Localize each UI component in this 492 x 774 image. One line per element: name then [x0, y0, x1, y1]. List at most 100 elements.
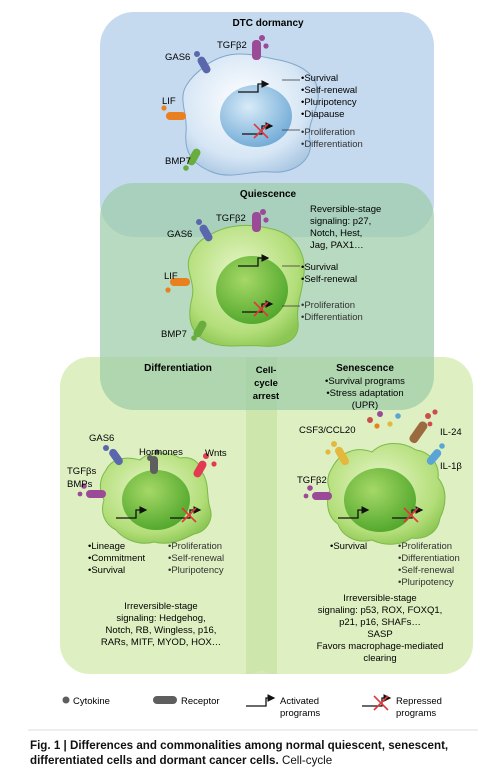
dormant-gas6-label: GAS6 — [165, 52, 190, 63]
quiescent-tgfb2-receptor — [252, 209, 269, 232]
dormant-lif-label: LIF — [162, 96, 176, 107]
differentiated-nucleus — [122, 470, 190, 530]
svg-text:•Self-renewal: •Self-renewal — [301, 85, 357, 96]
svg-text:•Pluripotency: •Pluripotency — [398, 577, 454, 588]
quiescent-gas6-receptor — [196, 219, 213, 242]
figure-caption: Fig. 1 | Differences and commonalities a… — [30, 738, 475, 768]
senescence-programs: •Survival programs •Stress adaptation (U… — [325, 376, 405, 411]
senescent-activated-program-symbol — [338, 506, 370, 519]
svg-text:•Proliferation: •Proliferation — [398, 541, 452, 552]
svg-text:•Proliferation: •Proliferation — [301, 300, 355, 311]
quiescence-title: Quiescence — [240, 189, 297, 200]
senescent-activated-list: •Survival — [330, 541, 367, 552]
senescent-tgfb2-label: TGFβ2 — [297, 475, 327, 486]
svg-text:•Diapause: •Diapause — [301, 109, 344, 120]
svg-text:•Differentiation: •Differentiation — [301, 312, 363, 323]
caption-text: Cell-cycle — [278, 754, 333, 767]
dormant-bmp7-label: BMP7 — [165, 156, 191, 167]
senescent-signaling-text: Irreversible-stage signaling: p53, ROX, … — [317, 593, 444, 664]
differentiated-tgfb-receptor — [77, 483, 106, 498]
svg-text:•Differentiation: •Differentiation — [398, 553, 460, 564]
quiescent-tgfb2-label: TGFβ2 — [216, 213, 246, 224]
svg-text:•Survival: •Survival — [301, 262, 338, 273]
dormancy-title: DTC dormancy — [232, 18, 304, 29]
activated-program-icon — [246, 694, 276, 707]
senescent-nucleus — [344, 468, 416, 532]
legend-repressed-label-1: Repressed — [396, 696, 442, 707]
legend: Cytokine Receptor Activated programs Rep… — [62, 694, 442, 719]
svg-text:SASP: SASP — [367, 629, 392, 640]
legend-activated-label-1: Activated — [280, 696, 319, 707]
differentiated-hormones-label: Hormones — [139, 447, 183, 458]
svg-text:signaling: Hedgehog,: signaling: Hedgehog, — [116, 613, 205, 624]
svg-text:•Commitment: •Commitment — [88, 553, 146, 564]
quiescent-bmp7-label: BMP7 — [161, 329, 187, 340]
svg-text:•Stress adaptation: •Stress adaptation — [326, 388, 403, 399]
svg-text:arrest: arrest — [253, 391, 280, 402]
svg-text:(UPR): (UPR) — [352, 400, 378, 411]
dormant-activated-list: •Survival •Self-renewal •Pluripotency •D… — [301, 73, 357, 120]
senescent-tgfb2-receptor — [303, 485, 332, 500]
senescent-il24-receptor — [409, 409, 438, 444]
svg-text:Irreversible-stage: Irreversible-stage — [343, 593, 416, 604]
dormant-tgfb2-receptor — [252, 35, 269, 60]
svg-text:Notch, RB, Wingless, p16,: Notch, RB, Wingless, p16, — [106, 625, 217, 636]
quiescent-bmp7-receptor — [191, 320, 207, 341]
differentiated-tgfbs-label: TGFβs — [67, 466, 96, 477]
differentiated-repressed-list: •Proliferation •Self-renewal •Pluripoten… — [168, 541, 224, 576]
dormant-tgfb2-label: TGFβ2 — [217, 40, 247, 51]
dormant-repressed-list: •Proliferation •Differentiation — [301, 127, 363, 150]
dormant-activated-program-symbol — [238, 80, 270, 93]
svg-text:•Survival programs: •Survival programs — [325, 376, 405, 387]
svg-text:Favors macrophage-mediated: Favors macrophage-mediated — [317, 641, 444, 652]
senescent-csf3-label: CSF3/CCL20 — [299, 425, 356, 436]
senescent-il24-label: IL-24 — [440, 427, 462, 438]
senescent-il1b-receptor — [426, 443, 445, 465]
senescent-secreted-factors — [367, 411, 401, 429]
svg-text:•Pluripotency: •Pluripotency — [301, 97, 357, 108]
svg-text:Reversible-stage: Reversible-stage — [310, 204, 381, 215]
dormant-lif-receptor — [161, 105, 186, 120]
dormant-cell — [182, 53, 319, 176]
senescent-repressed-program-symbol — [392, 506, 424, 523]
legend-receptor-label: Receptor — [181, 696, 220, 707]
quiescent-lif-receptor — [165, 278, 190, 293]
differentiated-activated-program-symbol — [116, 506, 148, 519]
svg-text:•Differentiation: •Differentiation — [301, 139, 363, 150]
senescent-cell — [327, 443, 446, 545]
svg-text:RARs, MITF, MYOD, HOX…: RARs, MITF, MYOD, HOX… — [101, 637, 221, 648]
quiescent-repressed-program-symbol — [242, 300, 274, 317]
differentiated-gas6-label: GAS6 — [89, 433, 114, 444]
differentiated-wnts-label: Wnts — [205, 448, 227, 459]
differentiated-cell — [99, 452, 212, 544]
senescence-title: Senescence — [336, 363, 394, 374]
senescent-repressed-list: •Proliferation •Differentiation •Self-re… — [398, 541, 460, 588]
svg-text:signaling: p53, ROX, FOXQ1,: signaling: p53, ROX, FOXQ1, — [318, 605, 443, 616]
dormant-gas6-receptor — [194, 51, 211, 74]
differentiation-title: Differentiation — [144, 363, 212, 374]
cell-cycle-arrest-label: Cell- cycle arrest — [253, 365, 280, 402]
svg-text:•Lineage: •Lineage — [88, 541, 125, 552]
quiescent-signaling-text: Reversible-stage signaling: p27, Notch, … — [310, 204, 381, 251]
legend-activated-label-2: programs — [280, 708, 320, 719]
quiescent-lif-label: LIF — [164, 271, 178, 282]
quiescent-activated-program-symbol — [238, 254, 270, 267]
svg-text:p21, p16, SHAFs…: p21, p16, SHAFs… — [339, 617, 421, 628]
svg-text:cycle: cycle — [254, 378, 278, 389]
svg-text:•Pluripotency: •Pluripotency — [168, 565, 224, 576]
repressed-program-icon — [362, 694, 392, 711]
svg-text:•Self-renewal: •Self-renewal — [398, 565, 454, 576]
caption-label: Fig. 1 | Differences and commonalities a… — [30, 739, 449, 767]
svg-text:•Survival: •Survival — [330, 541, 367, 552]
svg-text:•Survival: •Survival — [88, 565, 125, 576]
differentiated-gas6-receptor — [103, 445, 123, 466]
dormant-nucleus — [220, 85, 292, 147]
senescent-il1b-label: IL-1β — [440, 461, 462, 472]
svg-text:•Proliferation: •Proliferation — [301, 127, 355, 138]
cytokine-icon — [62, 696, 70, 704]
svg-text:•Survival: •Survival — [301, 73, 338, 84]
differentiated-wnt-receptor — [193, 453, 217, 478]
svg-text:signaling: p27,: signaling: p27, — [310, 216, 371, 227]
svg-text:•Proliferation: •Proliferation — [168, 541, 222, 552]
